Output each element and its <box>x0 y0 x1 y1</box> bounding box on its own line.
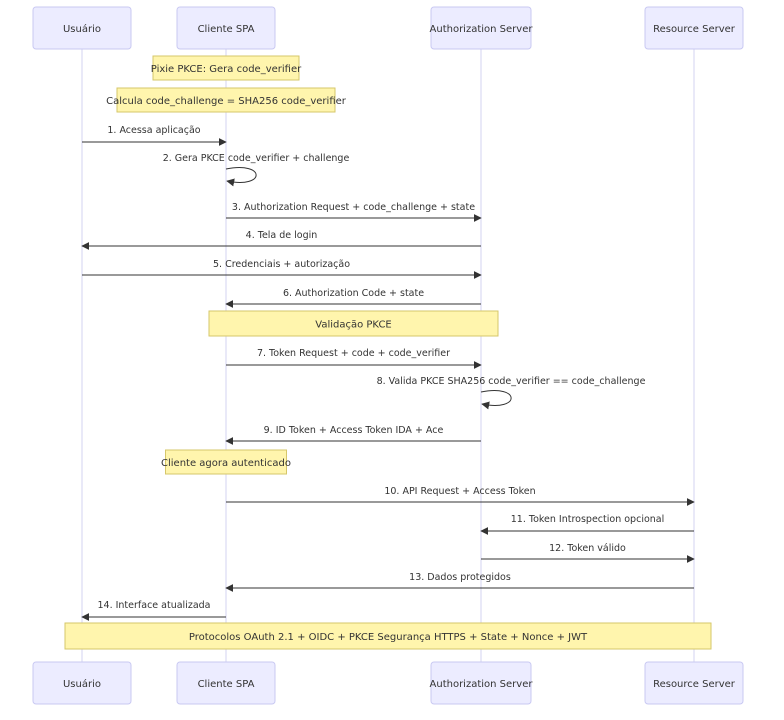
actor-a-bottom: Authorization Server <box>430 661 534 705</box>
note-box <box>116 87 336 113</box>
actor-box <box>32 661 132 705</box>
message-label: 11. Token Introspection opcional <box>511 514 665 525</box>
note-box <box>152 55 300 81</box>
message-10: 8. Valida PKCE SHA256 code_verifier == c… <box>377 376 646 410</box>
note: Cliente agora autenticado <box>161 449 291 475</box>
message-16: 13. Dados protegidos <box>225 572 694 592</box>
actor-label: Cliente SPA <box>198 24 255 35</box>
message-label: 12. Token válido <box>549 543 626 554</box>
message-label: 6. Authorization Code + state <box>283 288 424 299</box>
actor-box <box>176 661 276 705</box>
message-17: 14. Interface atualizada <box>81 600 226 621</box>
actor-r-top: Resource Server <box>644 6 744 50</box>
message-13: 10. API Request + Access Token <box>226 486 695 506</box>
actor-label: Usuário <box>63 23 101 35</box>
message-14: 11. Token Introspection opcional <box>480 514 694 535</box>
note-text: Pixie PKCE: Gera code_verifier <box>151 64 302 75</box>
actor-c-top: Cliente SPA <box>176 6 276 50</box>
message-arrow <box>480 390 512 410</box>
message-6: 5. Credenciais + autorização <box>82 259 482 279</box>
actor-r-bottom: Resource Server <box>644 661 744 705</box>
message-label: 4. Tela de login <box>246 230 318 241</box>
actor-u-top: Usuário <box>32 6 132 50</box>
message-15: 12. Token válido <box>481 543 695 563</box>
message-label: 1. Acessa aplicação <box>107 125 200 136</box>
message-label: 2. Gera PKCE code_verifier + challenge <box>163 153 350 164</box>
note-text: Cliente agora autenticado <box>161 458 291 469</box>
note-text: Protocolos OAuth 2.1 + OIDC + PKCE Segur… <box>189 632 588 643</box>
message-label: 3. Authorization Request + code_challeng… <box>232 202 475 213</box>
message-5: 4. Tela de login <box>81 230 481 250</box>
actor-box <box>430 6 532 50</box>
note: Protocolos OAuth 2.1 + OIDC + PKCE Segur… <box>64 622 712 650</box>
actor-label: Usuário <box>63 678 101 690</box>
message-label: 7. Token Request + code + code_verifier <box>257 348 450 359</box>
note-box <box>165 449 287 475</box>
message-4: 3. Authorization Request + code_challeng… <box>226 202 482 222</box>
note-box <box>64 622 712 650</box>
actor-box <box>32 6 132 50</box>
actor-label: Cliente SPA <box>198 679 255 690</box>
message-label: 14. Interface atualizada <box>97 600 210 611</box>
actor-label: Authorization Server <box>430 679 534 690</box>
actor-box <box>644 6 744 50</box>
message-label: 13. Dados protegidos <box>409 572 511 583</box>
actor-box <box>176 6 276 50</box>
actor-a-top: Authorization Server <box>430 6 534 50</box>
message-3: 2. Gera PKCE code_verifier + challenge <box>163 153 350 187</box>
actor-label: Resource Server <box>653 24 736 35</box>
actor-label: Authorization Server <box>430 24 534 35</box>
actor-label: Resource Server <box>653 679 736 690</box>
actor-u-bottom: Usuário <box>32 661 132 705</box>
message-2: 1. Acessa aplicação <box>82 125 227 146</box>
message-label: 10. API Request + Access Token <box>384 486 535 497</box>
message-9: 7. Token Request + code + code_verifier <box>226 348 482 369</box>
message-label: 9. ID Token + Access Token IDA + Ace <box>264 425 444 436</box>
note: Pixie PKCE: Gera code_verifier <box>151 55 302 81</box>
note: Calcula code_challenge = SHA256 code_ver… <box>106 87 347 113</box>
note-text: Validação PKCE <box>315 320 392 331</box>
message-11: 9. ID Token + Access Token IDA + Ace <box>225 425 481 445</box>
actor-box <box>644 661 744 705</box>
note-box <box>208 310 499 337</box>
note: Validação PKCE <box>208 310 499 337</box>
message-7: 6. Authorization Code + state <box>225 288 481 308</box>
message-arrow <box>225 167 257 187</box>
message-label: 5. Credenciais + autorização <box>213 259 350 270</box>
note-text: Calcula code_challenge = SHA256 code_ver… <box>106 96 347 107</box>
message-label: 8. Valida PKCE SHA256 code_verifier == c… <box>377 376 646 387</box>
actor-box <box>430 661 532 705</box>
actor-c-bottom: Cliente SPA <box>176 661 276 705</box>
